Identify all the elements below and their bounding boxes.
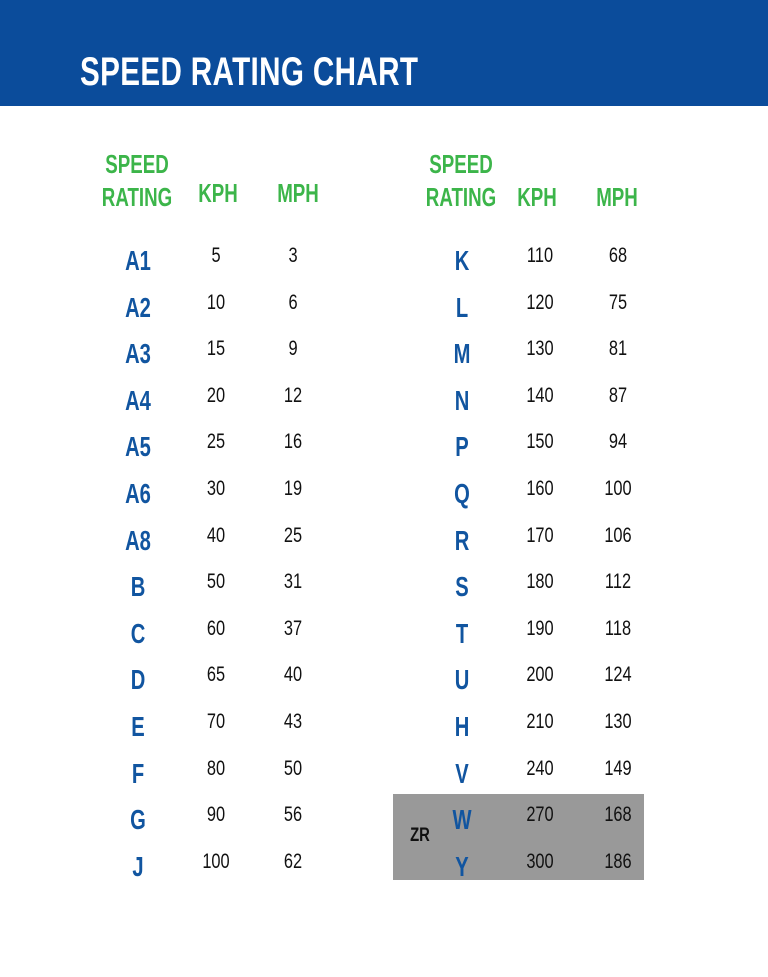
right-mph-value: 186 (604, 849, 632, 873)
left-rating-code: A1 (125, 245, 151, 276)
left-rating-code: A3 (125, 338, 151, 370)
left-kph-value: 25 (206, 430, 226, 454)
right-kph-value: 240 (526, 756, 554, 780)
left-header-mph: MPH (277, 178, 319, 208)
right-rating-code: M (453, 338, 471, 370)
left-rating-code: A5 (125, 431, 151, 463)
left-rating-code: E (131, 711, 145, 742)
right-kph-value: 270 (526, 803, 554, 827)
left-rating-code: B (130, 571, 146, 603)
left-mph-value: 16 (283, 430, 303, 454)
right-mph-value: 118 (604, 616, 632, 640)
left-mph-value: 56 (283, 803, 303, 827)
left-kph-value: 80 (206, 756, 226, 780)
left-rating-code: A4 (125, 384, 151, 416)
left-mph-value: 25 (283, 523, 303, 547)
left-mph-value: 37 (283, 616, 303, 640)
left-kph-value: 50 (206, 570, 226, 594)
left-rating-code: D (130, 664, 146, 696)
left-rating-code: F (131, 757, 145, 789)
right-rating-code: W (452, 804, 472, 836)
left-header-kph: KPH (198, 178, 238, 208)
right-mph-value: 81 (608, 337, 628, 361)
right-rating-code: V (455, 757, 469, 789)
left-mph-value: 19 (283, 477, 303, 500)
right-rating-code: S (455, 571, 469, 603)
left-mph-value: 9 (288, 337, 298, 361)
left-rating-code: G (130, 804, 146, 836)
left-mph-value: 40 (283, 663, 303, 687)
right-kph-value: 120 (526, 290, 554, 314)
right-mph-value: 168 (604, 803, 632, 827)
left-kph-value: 65 (206, 663, 226, 687)
left-rating-code: A8 (125, 524, 151, 556)
left-mph-value: 31 (283, 570, 303, 594)
left-mph-value: 6 (288, 290, 298, 314)
right-header-kph: KPH (517, 182, 557, 212)
right-kph-value: 130 (526, 337, 554, 361)
left-mph-value: 12 (283, 383, 303, 407)
right-rating-code: T (455, 617, 469, 649)
right-kph-value: 300 (526, 849, 554, 873)
left-mph-value: 62 (283, 849, 303, 873)
right-mph-value: 68 (608, 244, 628, 267)
zr-label: ZR (410, 825, 430, 846)
right-mph-value: 149 (604, 756, 632, 780)
right-kph-value: 200 (526, 663, 554, 687)
right-mph-value: 87 (608, 383, 628, 407)
right-mph-value: 100 (604, 477, 632, 500)
right-rating-code: R (454, 524, 470, 556)
left-kph-value: 90 (206, 803, 226, 827)
right-rating-code: K (454, 245, 470, 276)
page-title: SPEED RATING CHART (80, 50, 419, 94)
right-rating-code: H (454, 711, 470, 742)
right-mph-value: 130 (604, 710, 632, 733)
right-rating-code: U (454, 664, 470, 696)
left-header-rating: RATING (101, 182, 173, 212)
left-kph-value: 30 (206, 477, 226, 500)
left-mph-value: 43 (283, 710, 303, 733)
left-rating-code: A6 (125, 478, 151, 509)
left-mph-value: 3 (288, 244, 298, 267)
right-rating-code: N (454, 384, 470, 416)
left-kph-value: 100 (202, 849, 230, 873)
left-rating-code: A2 (125, 291, 151, 323)
left-kph-value: 10 (206, 290, 226, 314)
zr-highlight (393, 794, 644, 880)
left-kph-value: 15 (206, 337, 226, 361)
title-banner (0, 0, 768, 106)
right-kph-value: 160 (526, 477, 554, 500)
right-rating-code: Q (454, 478, 470, 509)
right-rating-code: P (455, 431, 469, 463)
right-rating-code: Y (455, 850, 469, 882)
right-kph-value: 170 (526, 523, 554, 547)
right-mph-value: 124 (604, 663, 632, 687)
right-kph-value: 110 (526, 244, 554, 267)
right-kph-value: 190 (526, 616, 554, 640)
right-header-mph: MPH (596, 182, 638, 212)
right-kph-value: 140 (526, 383, 554, 407)
right-kph-value: 180 (526, 570, 554, 594)
left-kph-value: 70 (206, 710, 226, 733)
right-mph-value: 112 (604, 570, 632, 594)
right-mph-value: 94 (608, 430, 628, 454)
right-mph-value: 106 (604, 523, 632, 547)
left-kph-value: 60 (206, 616, 226, 640)
right-header-rating: RATING (425, 182, 497, 212)
right-header-speed: SPEED (429, 149, 493, 179)
left-rating-code: J (132, 850, 144, 882)
right-kph-value: 210 (526, 710, 554, 733)
left-kph-value: 20 (206, 383, 226, 407)
right-rating-code: L (455, 291, 469, 323)
left-kph-value: 40 (206, 523, 226, 547)
right-kph-value: 150 (526, 430, 554, 454)
left-mph-value: 50 (283, 756, 303, 780)
right-mph-value: 75 (608, 290, 628, 314)
left-header-speed: SPEED (105, 149, 169, 179)
left-kph-value: 5 (211, 244, 221, 267)
left-rating-code: C (130, 617, 146, 649)
